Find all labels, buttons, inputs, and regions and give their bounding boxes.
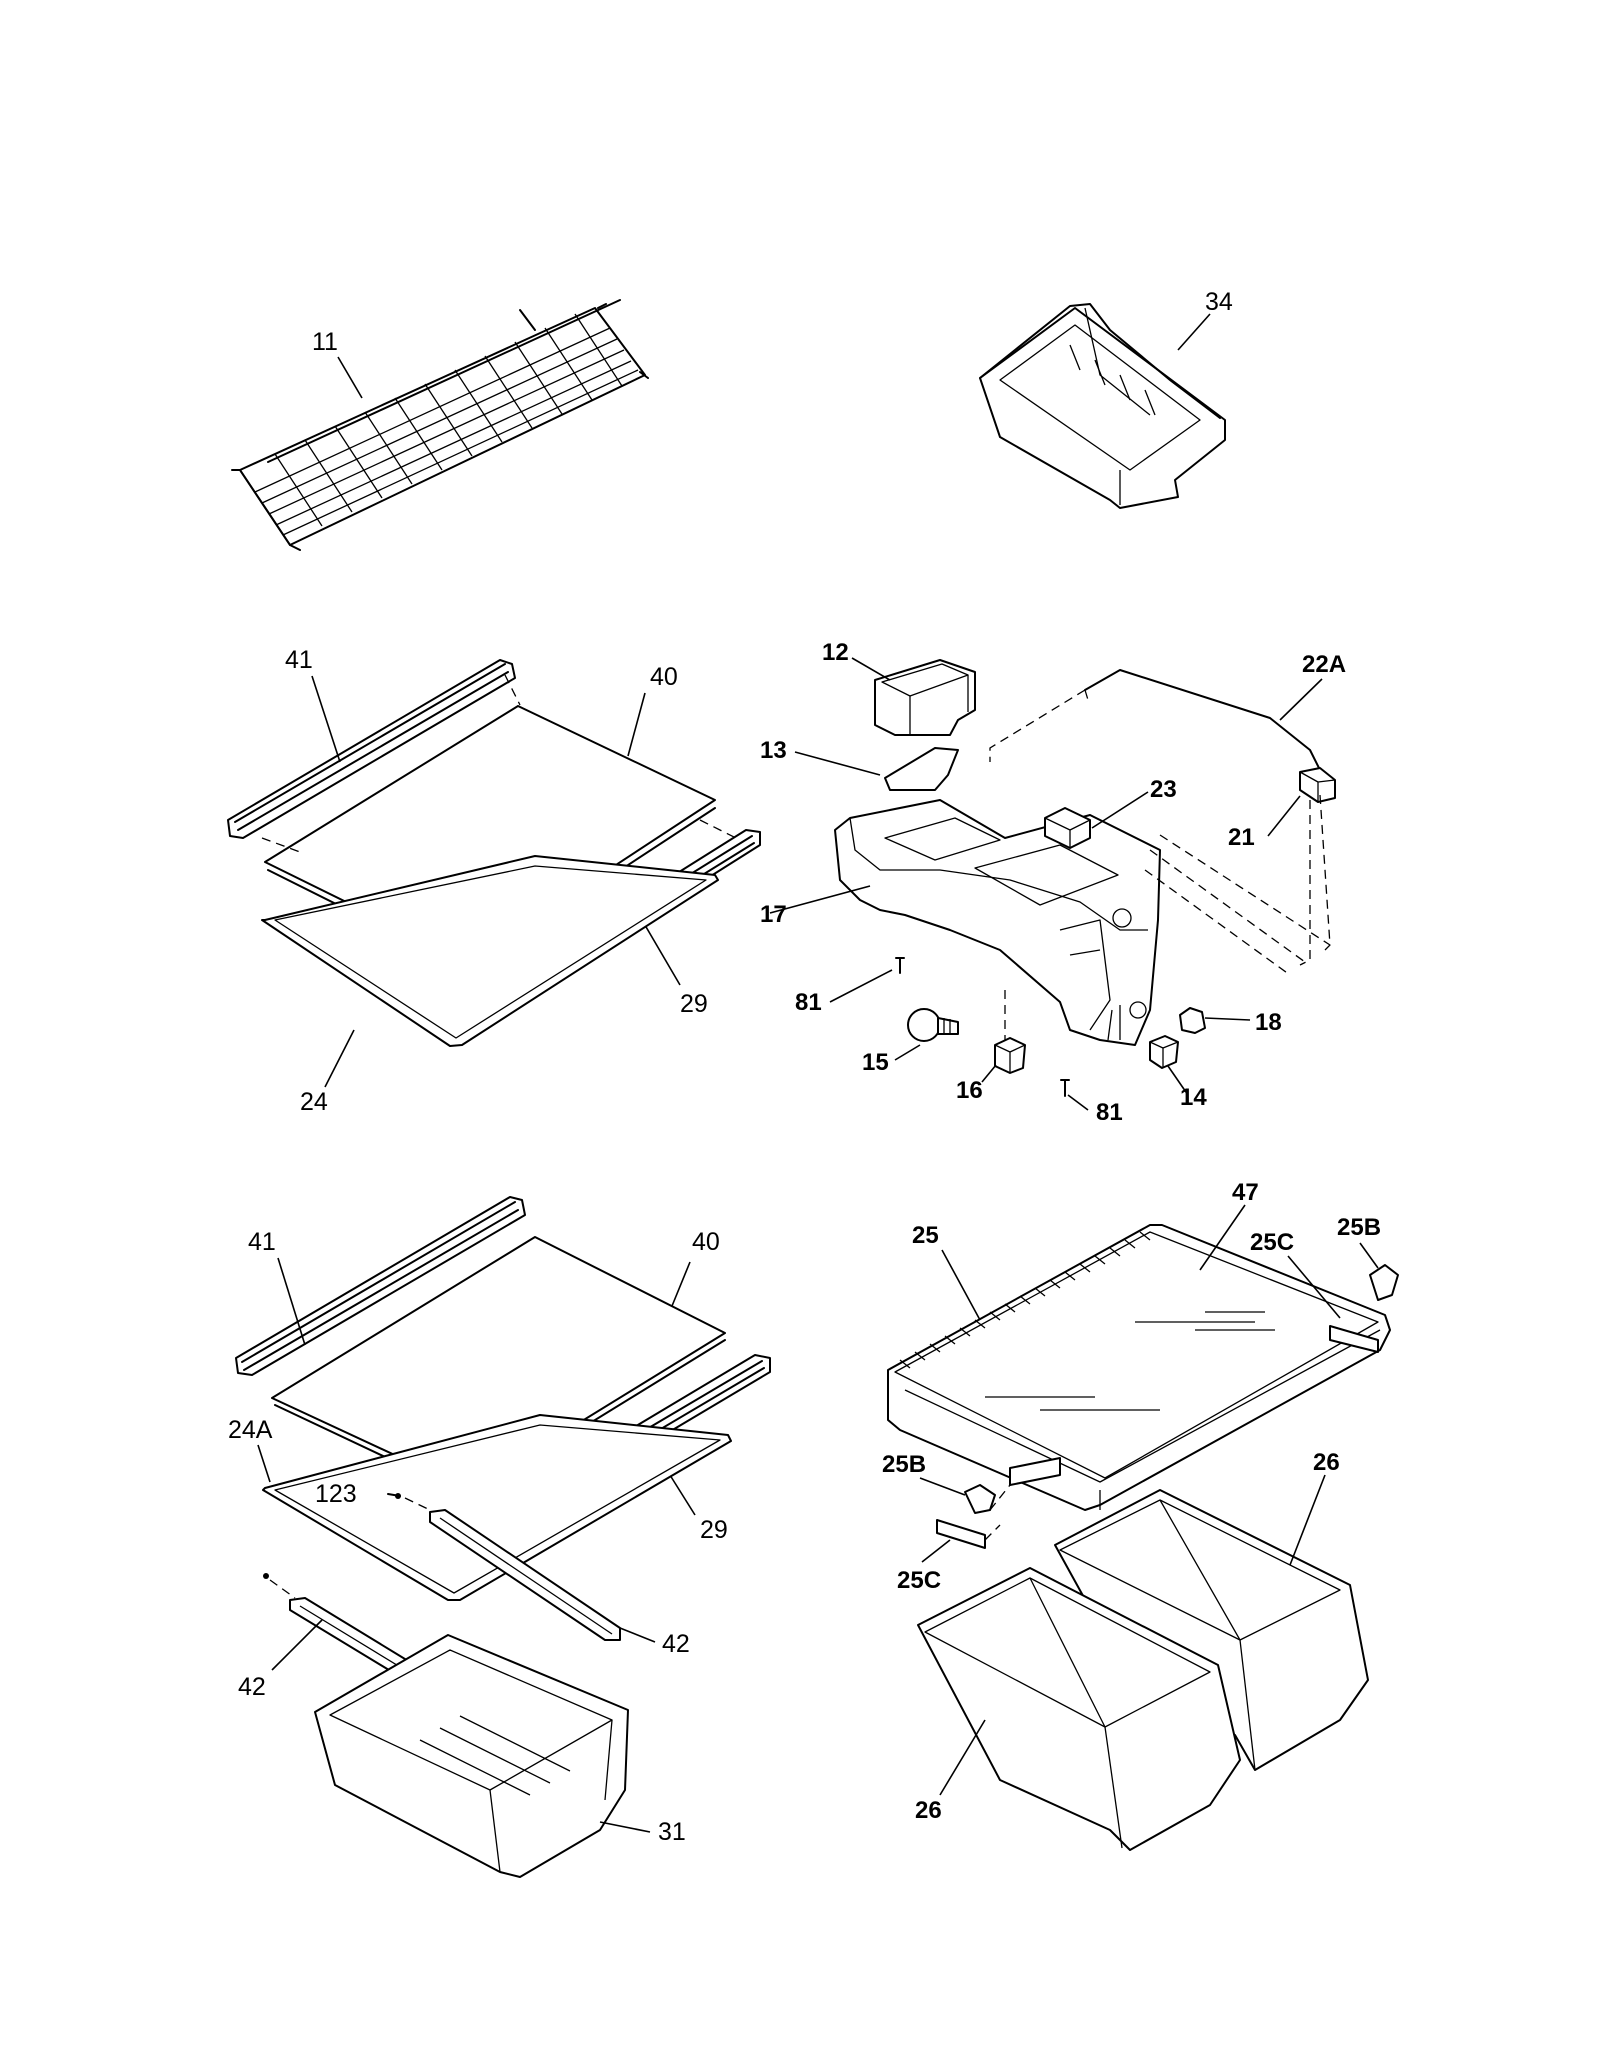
label-16: 16 (956, 1077, 983, 1104)
label-25c-bottom: 25C (897, 1567, 941, 1594)
label-15: 15 (862, 1049, 889, 1076)
door-bin-part (979, 303, 1226, 509)
label-40-upper: 40 (650, 663, 678, 691)
glass-shelf-group-upper (227, 659, 761, 1088)
label-41-upper: 41 (285, 646, 313, 674)
label-40-lower: 40 (692, 1228, 720, 1256)
label-23: 23 (1150, 776, 1177, 803)
label-81-left: 81 (795, 989, 822, 1016)
label-29-upper: 29 (680, 990, 708, 1018)
label-26-right: 26 (1313, 1449, 1340, 1476)
label-25: 25 (912, 1222, 939, 1249)
label-42-left: 42 (238, 1673, 266, 1701)
label-123: 123 (315, 1480, 357, 1508)
glass-shelf-group-lower (235, 1196, 771, 1878)
label-11: 11 (312, 328, 338, 356)
label-24: 24 (300, 1088, 328, 1116)
label-12: 12 (822, 639, 849, 666)
control-housing-group (769, 657, 1336, 1111)
label-22a: 22A (1302, 651, 1346, 678)
label-18: 18 (1255, 1009, 1282, 1036)
label-24a: 24A (228, 1416, 273, 1444)
label-17: 17 (760, 901, 787, 928)
label-25c-top: 25C (1250, 1229, 1294, 1256)
label-25b-bottom: 25B (882, 1451, 926, 1478)
label-81-right: 81 (1096, 1099, 1123, 1126)
label-34: 34 (1205, 288, 1233, 316)
label-31: 31 (658, 1818, 686, 1846)
label-25b-top: 25B (1337, 1214, 1381, 1241)
label-26-left: 26 (915, 1797, 942, 1824)
label-42-right: 42 (662, 1630, 690, 1658)
crisper-cover-group (887, 1204, 1399, 1851)
label-41-lower: 41 (248, 1228, 276, 1256)
label-29-lower: 29 (700, 1516, 728, 1544)
wire-shelf-part (231, 299, 649, 551)
label-13: 13 (760, 737, 787, 764)
label-21: 21 (1228, 824, 1255, 851)
label-47: 47 (1232, 1179, 1259, 1206)
label-14: 14 (1180, 1084, 1207, 1111)
